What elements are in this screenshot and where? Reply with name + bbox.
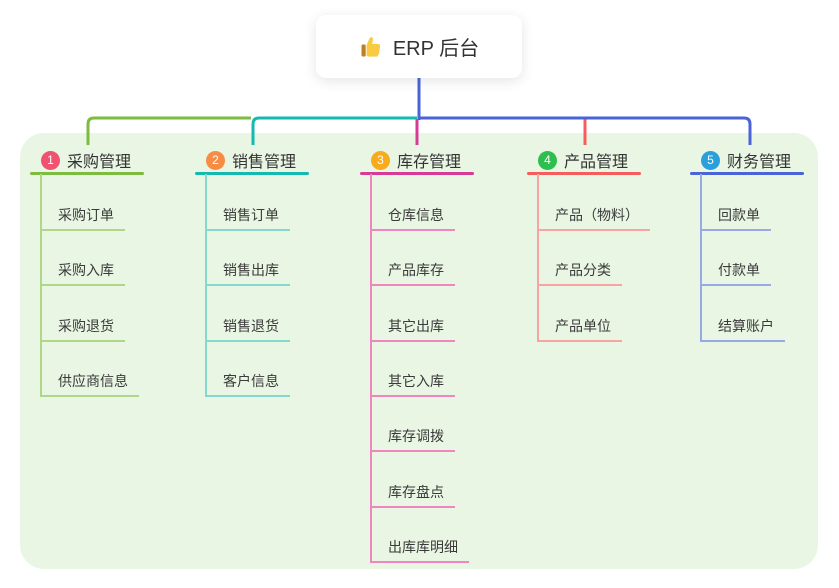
child-node[interactable]: 产品分类	[537, 260, 622, 286]
branch-number-badge: 2	[206, 150, 225, 170]
child-node[interactable]: 仓库信息	[370, 205, 455, 231]
branch-number-badge: 1	[41, 150, 60, 170]
root-title: ERP 后台	[392, 38, 480, 60]
child-node[interactable]: 付款单	[700, 260, 771, 286]
child-node[interactable]: 采购订单	[40, 205, 125, 231]
child-node[interactable]: 出库库明细	[370, 537, 469, 563]
child-node[interactable]: 采购退货	[40, 316, 125, 342]
branch-underline	[360, 172, 474, 175]
child-node[interactable]: 库存盘点	[370, 482, 455, 508]
branch-number-badge: 4	[538, 150, 557, 170]
branch-header-purchase[interactable]: 1 采购管理	[41, 147, 131, 173]
branch-child-rail	[370, 174, 372, 563]
branch-title: 产品管理	[564, 154, 629, 171]
child-node[interactable]: 供应商信息	[40, 371, 139, 397]
branch-title: 财务管理	[727, 154, 792, 171]
child-node[interactable]: 产品库存	[370, 260, 455, 286]
branch-underline	[527, 172, 641, 175]
child-node[interactable]: 客户信息	[205, 371, 290, 397]
child-node[interactable]: 结算账户	[700, 316, 785, 342]
child-node[interactable]: 销售出库	[205, 260, 290, 286]
child-node[interactable]: 其它入库	[370, 371, 455, 397]
branches-panel	[20, 133, 818, 569]
branch-child-rail	[537, 174, 539, 342]
child-node[interactable]: 其它出库	[370, 316, 455, 342]
branch-underline	[690, 172, 804, 175]
branch-underline	[195, 172, 309, 175]
branch-header-sales[interactable]: 2 销售管理	[206, 147, 296, 173]
child-node[interactable]: 销售订单	[205, 205, 290, 231]
branch-header-product[interactable]: 4 产品管理	[538, 147, 628, 173]
branch-header-inventory[interactable]: 3 库存管理	[371, 147, 461, 173]
branch-title: 库存管理	[397, 154, 462, 171]
branch-number-badge: 3	[371, 150, 390, 170]
child-node[interactable]: 采购入库	[40, 260, 125, 286]
branch-title: 采购管理	[67, 154, 132, 171]
root-node[interactable]: ERP 后台	[316, 15, 522, 78]
branch-underline	[30, 172, 144, 175]
child-node[interactable]: 库存调拨	[370, 426, 455, 452]
branch-title: 销售管理	[232, 154, 297, 171]
branch-header-finance[interactable]: 5 财务管理	[701, 147, 791, 173]
child-node[interactable]: 销售退货	[205, 316, 290, 342]
thumbs-up-icon	[361, 36, 380, 57]
child-node[interactable]: 回款单	[700, 205, 771, 231]
branch-number-badge: 5	[701, 150, 720, 170]
child-node[interactable]: 产品（物料）	[537, 205, 650, 231]
child-node[interactable]: 产品单位	[537, 316, 622, 342]
branch-child-rail	[700, 174, 702, 342]
